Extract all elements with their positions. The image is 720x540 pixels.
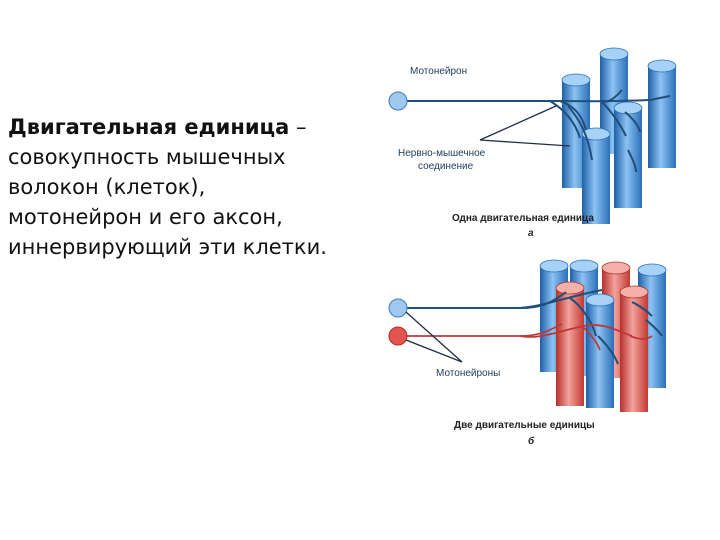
definition-text: Двигательная единица – совокупность мыше…	[8, 112, 358, 262]
diagram-a: Мотонейрон Нервно-мышечное соединение Од…	[388, 47, 677, 239]
axon-b-red	[400, 323, 653, 351]
muscle-fiber-a2	[647, 59, 677, 168]
axon-a	[400, 89, 671, 173]
motoneuron-a	[388, 91, 408, 111]
motor-unit-diagram: Мотонейрон Нервно-мышечное соединение Од…	[388, 47, 677, 447]
motoneuron-b-blue	[388, 298, 408, 318]
definition-line-2: волокон (клеток),	[8, 175, 206, 199]
muscle-fiber-b6-red	[619, 285, 649, 412]
axon-b-blue	[400, 289, 663, 365]
label-junction-1: Нервно-мышечное	[398, 148, 486, 159]
caption-b: Две двигательные единицы	[454, 420, 595, 431]
term-motor-unit: Двигательная единица	[8, 115, 290, 139]
dash: –	[289, 115, 307, 139]
diagram-b: Мотонейроны Две двигательные единицы б	[388, 259, 667, 447]
label-motoneurons: Мотонейроны	[436, 368, 500, 379]
motoneuron-b-red	[388, 326, 408, 346]
muscle-fiber-b5-red	[555, 281, 585, 406]
muscle-fiber-a4	[613, 101, 643, 208]
label-junction-2: соединение	[418, 161, 474, 172]
letter-a: а	[528, 228, 534, 239]
definition-line-3: мотонейрон и его аксон,	[8, 205, 283, 229]
pointer-lines-a	[479, 105, 571, 147]
muscle-fiber-b7	[585, 293, 615, 408]
muscle-fiber-a5	[581, 127, 611, 224]
caption-a: Одна двигательная единица	[452, 213, 594, 224]
pointer-lines-b	[405, 311, 463, 363]
definition-line-4: иннервирующий эти клетки.	[8, 235, 327, 259]
label-motoneuron: Мотонейрон	[410, 66, 467, 77]
letter-b: б	[528, 435, 535, 447]
definition-line-1: совокупность мышечных	[8, 145, 286, 169]
